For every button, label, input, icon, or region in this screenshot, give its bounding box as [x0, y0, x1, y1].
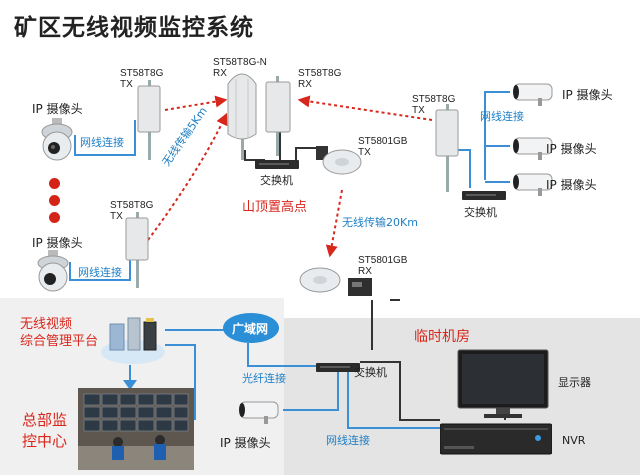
panel-antenna-icon — [130, 80, 170, 160]
nvr-label: NVR — [562, 434, 586, 447]
switch-label-right: 交换机 — [464, 206, 497, 219]
wired-link-label-left-bottom: 网线连接 — [78, 266, 122, 279]
wired-link-label-left-top: 网线连接 — [80, 136, 124, 149]
wired-link-label-right: 网线连接 — [480, 110, 524, 123]
dome-camera-icon — [36, 250, 70, 294]
platform-label: 无线视频综合管理平台 — [20, 317, 99, 349]
page-title: 矿区无线视频监控系统 — [14, 15, 254, 41]
panel-antenna-icon — [118, 212, 158, 288]
dish-antenna-icon — [312, 140, 362, 184]
switch-label-center: 交换机 — [260, 174, 293, 187]
bullet-camera-icon — [510, 80, 556, 106]
fiber-link-label: 光纤连接 — [242, 372, 286, 385]
server-cluster-icon — [100, 312, 166, 366]
switch-icon — [255, 155, 299, 169]
camera-label-left-bottom: IP 摄像头 — [32, 236, 83, 250]
switch-label-bottom: 交换机 — [354, 366, 387, 379]
wireless-20km-label: 无线传输20Km — [342, 216, 418, 229]
wireless-link-mid-left — [147, 112, 228, 241]
nvr-device-icon — [439, 420, 553, 460]
camera-label-left-top: IP 摄像头 — [32, 102, 83, 116]
monitor-label: 显示器 — [558, 376, 591, 389]
hq-label: 总部监控中心 — [22, 411, 68, 450]
camera-label-right-3: IP 摄像头 — [546, 178, 597, 192]
red-dot-1 — [49, 178, 60, 189]
bullet-camera-icon — [510, 134, 556, 160]
wireless-link-right — [297, 95, 433, 121]
red-dot-3 — [49, 212, 60, 223]
dish-antenna-icon — [296, 262, 386, 306]
hilltop-label: 山顶置高点 — [242, 200, 308, 215]
wireless-link-top-left — [164, 95, 228, 111]
wan-label: 广域网 — [232, 322, 269, 336]
camera-label-right-1: IP 摄像头 — [562, 88, 613, 102]
dome-camera-icon — [40, 118, 74, 164]
switch-icon — [316, 358, 360, 372]
sector-antenna-icon — [222, 64, 262, 160]
camera-label-right-2: IP 摄像头 — [546, 142, 597, 156]
red-dot-2 — [49, 195, 60, 206]
wan-cloud — [223, 313, 279, 343]
monitor-icon — [456, 348, 552, 420]
bullet-camera-icon — [510, 170, 556, 196]
camera-label-bottom: IP 摄像头 — [220, 436, 271, 450]
temp-room-label: 临时机房 — [414, 329, 470, 345]
switch-icon — [462, 186, 506, 200]
panel-antenna-icon — [258, 76, 298, 156]
control-room-photo — [78, 388, 194, 470]
wireless-link-20km — [325, 189, 343, 258]
bullet-camera-icon — [236, 398, 282, 424]
wired-link-label-bottom: 网线连接 — [326, 434, 370, 447]
panel-antenna-icon — [428, 104, 468, 192]
